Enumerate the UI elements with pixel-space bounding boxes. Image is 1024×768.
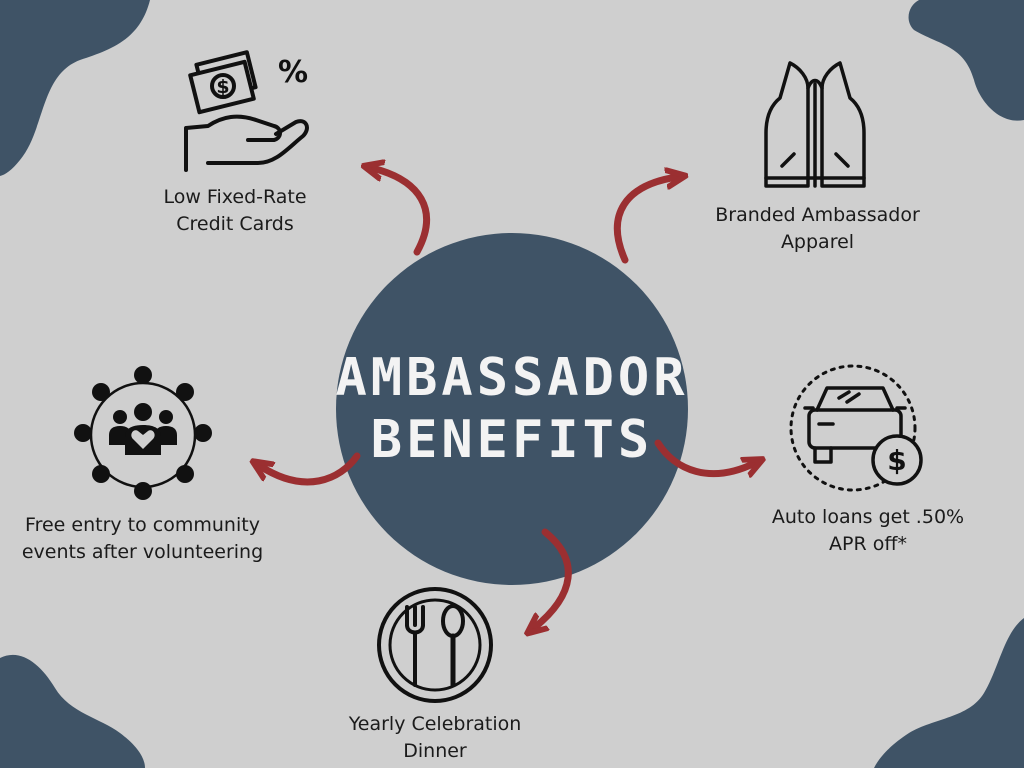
arrow-to-dinner (534, 528, 572, 628)
corner-blob-bottom-left (0, 654, 145, 768)
svg-text:$: $ (887, 444, 906, 477)
community-heart-icon (74, 366, 212, 500)
benefit-label-community: Free entry to community events after vol… (21, 514, 264, 563)
fork-spoon-plate-icon (377, 587, 493, 703)
hub-title-line1: AMBASSADOR (335, 348, 689, 408)
hub-title-line2: BENEFITS (370, 410, 654, 470)
benefit-label-credit-cards: Low Fixed-Rate Credit Cards (163, 186, 307, 235)
corner-blob-top-right (908, 0, 1024, 121)
benefits-hub: AMBASSADOR BENEFITS (335, 233, 689, 585)
corner-blob-bottom-right (874, 618, 1024, 768)
svg-text:%: % (278, 55, 308, 90)
arrow-to-community (260, 452, 361, 486)
benefit-label-auto-loans: Auto loans get .50% APR off* (771, 506, 965, 555)
arrow-to-credit-cards (372, 168, 430, 256)
corner-blob-top-left (0, 0, 150, 176)
car-dollar-icon: $ (789, 364, 923, 492)
money-hand-percent-icon: $ % (184, 50, 309, 172)
arrow-to-auto-loans (654, 439, 755, 474)
arrow-to-apparel (613, 177, 677, 264)
benefit-label-dinner: Yearly Celebration Dinner (348, 713, 522, 762)
vest-icon (764, 61, 866, 188)
benefit-label-apparel: Branded Ambassador Apparel (715, 204, 920, 253)
svg-text:$: $ (216, 76, 229, 98)
hub-circle (336, 233, 688, 585)
